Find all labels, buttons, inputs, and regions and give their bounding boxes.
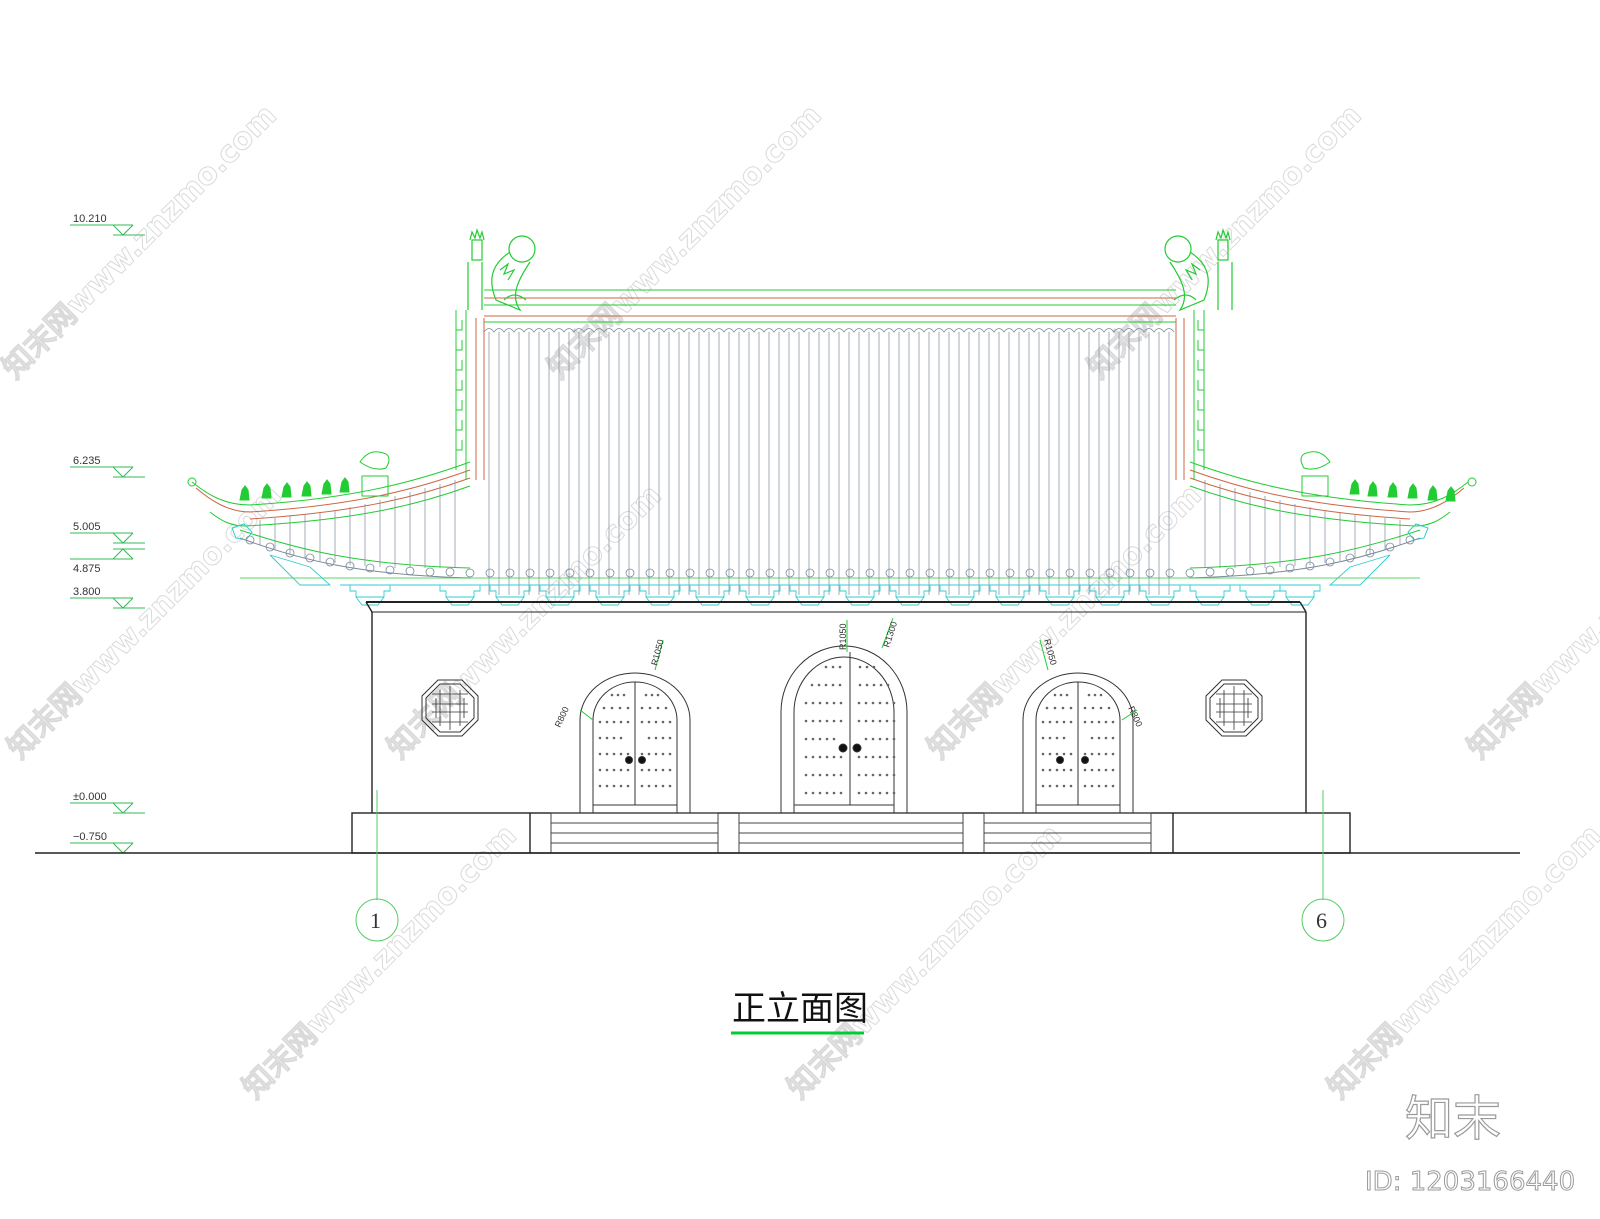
svg-text:知末网www.znzmo.com: 知末网www.znzmo.com	[781, 818, 1069, 1106]
door-knocker-icon	[838, 743, 848, 753]
level-label: 5.005	[73, 521, 101, 533]
door-knocker-icon	[638, 756, 646, 764]
building-body	[351, 601, 1351, 854]
dim-right-door-inner: R800	[1126, 705, 1144, 729]
svg-text:知末网www.znzmo.com: 知末网www.znzmo.com	[1, 478, 289, 766]
gable-edges	[455, 310, 1205, 480]
eave-tile-ends	[245, 535, 1415, 578]
level-marker-5005-4875	[70, 532, 145, 560]
hip-beast-left	[359, 451, 390, 497]
axis-label-6: 6	[1316, 908, 1327, 933]
door-knocker-icon	[852, 743, 862, 753]
level-label: 3.800	[73, 586, 101, 598]
level-labels: 10.210 6.235 5.005 4.875 3.800 ±0.000 −0…	[73, 213, 107, 843]
hip-beast-right	[1300, 451, 1331, 497]
level-label: −0.750	[73, 831, 107, 843]
roof-figures-right	[1349, 479, 1456, 502]
level-label: 6.235	[73, 455, 101, 467]
right-chiwen-ornament	[1164, 227, 1233, 312]
svg-text:知末网www.znzmo.com: 知末网www.znzmo.com	[1321, 818, 1600, 1106]
left-arched-door	[579, 672, 691, 813]
dougong-brackets	[269, 554, 1391, 606]
level-marker-3800	[70, 597, 145, 609]
door-knocker-icon	[1056, 756, 1064, 764]
svg-text:知末网www.znzmo.com: 知末网www.znzmo.com	[541, 98, 829, 386]
upper-roof	[455, 289, 1205, 595]
dim-center-door-outer: R1300	[881, 620, 899, 648]
level-label: ±0.000	[73, 791, 107, 803]
axis-markers	[355, 790, 1345, 942]
level-label: 10.210	[73, 213, 107, 225]
main-ridge	[484, 289, 1176, 323]
upper-tile-lines	[488, 332, 1170, 595]
dim-left-door-outer: R1050	[649, 638, 666, 666]
svg-text:知末网www.znzmo.com: 知末网www.znzmo.com	[0, 98, 284, 386]
level-marker-0000	[70, 802, 145, 814]
door-knocker-icon	[1081, 756, 1089, 764]
dim-left-door-inner: R800	[553, 705, 571, 729]
svg-text:知末网www.znzmo.com: 知末网www.znzmo.com	[1461, 478, 1600, 766]
level-marker-minus0750	[70, 842, 134, 854]
drawing-title: 正立面图	[732, 989, 868, 1029]
right-arched-door	[1022, 672, 1134, 813]
level-label: 4.875	[73, 563, 101, 575]
level-markers	[70, 224, 145, 854]
level-marker-6235	[70, 466, 145, 478]
level-marker-10210	[70, 224, 145, 236]
right-lattice-window	[1205, 679, 1263, 737]
watermark-logo: 知末	[1405, 1091, 1501, 1147]
svg-text:知末网www.znzmo.com: 知末网www.znzmo.com	[236, 818, 524, 1106]
left-chiwen-ornament	[467, 227, 536, 312]
door-studs	[1041, 693, 1115, 788]
dim-center-door-inner: R1050	[838, 623, 848, 650]
left-lattice-window	[421, 679, 479, 737]
axis-label-1: 1	[370, 908, 381, 933]
radius-leaders	[579, 617, 1138, 721]
door-studs	[598, 693, 672, 788]
door-studs	[804, 665, 896, 795]
watermark-id: ID: 1203166440	[1365, 1167, 1575, 1197]
lower-eave-left	[187, 451, 471, 579]
svg-text:知末网www.znzmo.com: 知末网www.znzmo.com	[1081, 98, 1369, 386]
lower-tile-lines	[259, 480, 1401, 568]
center-arched-door	[780, 645, 908, 813]
entrance-steps	[550, 812, 1152, 854]
door-knocker-icon	[625, 756, 633, 764]
lower-eave-right	[1189, 451, 1477, 579]
ridge-scallop	[483, 328, 1175, 333]
roof-figures-left	[239, 477, 350, 501]
